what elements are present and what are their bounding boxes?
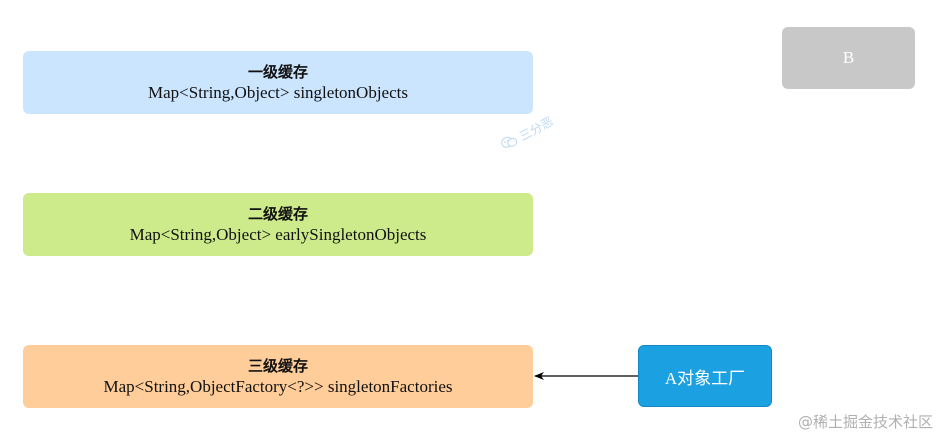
node-b: B <box>782 27 915 89</box>
cache-level1-box: 一级缓存 Map<String,Object> singletonObjects <box>23 51 533 114</box>
cache-level3-title: 三级缓存 <box>247 356 308 375</box>
cache-level1-type: Map<String,Object> singletonObjects <box>148 82 408 102</box>
cache-level2-type: Map<String,Object> earlySingletonObjects <box>129 224 427 244</box>
cache-level3-box: 三级缓存 Map<String,ObjectFactory<?>> single… <box>23 345 533 408</box>
wechat-icon <box>501 136 518 148</box>
node-a-factory: A对象工厂 <box>638 345 772 407</box>
cache-level2-box: 二级缓存 Map<String,Object> earlySingletonOb… <box>23 193 533 256</box>
wechat-watermark-text: 三分恶 <box>516 113 556 144</box>
site-watermark: @稀土掘金技术社区 <box>797 413 933 431</box>
wechat-watermark: 三分恶 <box>491 86 585 168</box>
cache-level2-title: 二级缓存 <box>247 204 308 223</box>
cache-level3-type: Map<String,ObjectFactory<?>> singletonFa… <box>103 376 453 396</box>
cache-level1-title: 一级缓存 <box>247 62 308 81</box>
